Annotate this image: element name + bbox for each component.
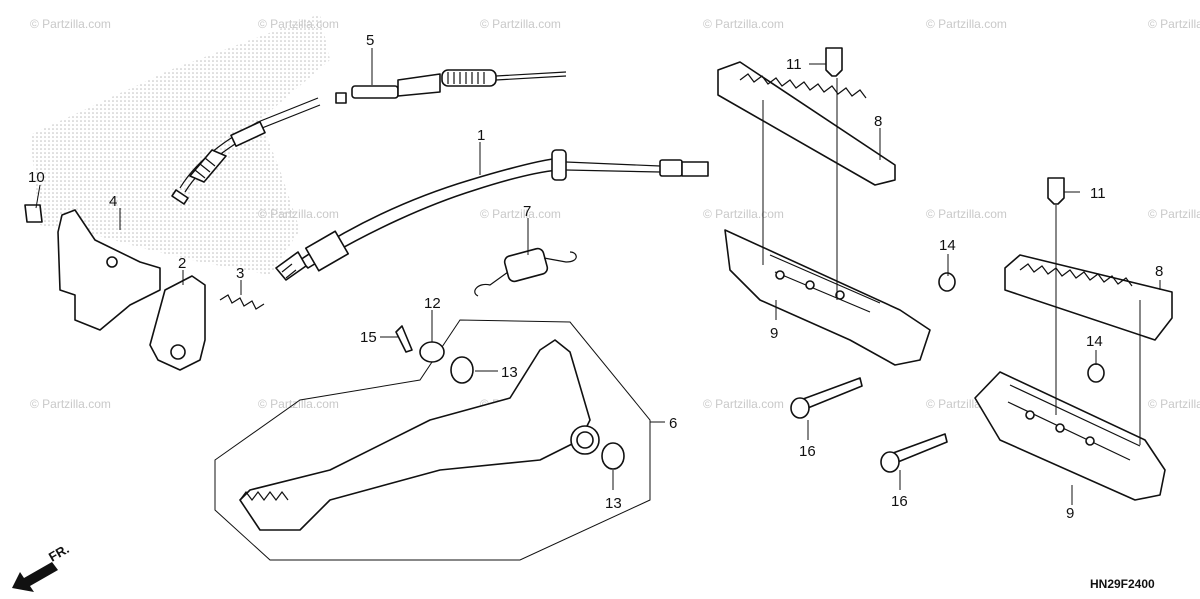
callout-4: 4	[109, 193, 117, 210]
step-plate-8b	[1004, 254, 1173, 341]
callout-15: 15	[360, 329, 377, 346]
watermark: © Partzilla.com	[1148, 17, 1200, 31]
bolt-11b	[1047, 177, 1065, 205]
callout-8-lower: 8	[1155, 263, 1163, 280]
nut-14b	[1087, 363, 1105, 383]
front-direction-indicator: FR.	[12, 541, 72, 592]
watermark: © Partzilla.com	[30, 397, 111, 411]
callout-16-upper: 16	[799, 443, 816, 460]
watermark: © Partzilla.com	[926, 207, 1007, 221]
watermark: © Partzilla.com	[258, 397, 339, 411]
callout-9-lower: 9	[1066, 505, 1074, 522]
callout-2: 2	[178, 255, 186, 272]
callout-labels: 1 2 3 4 5 6 7 8 8 9 9 10 11 11 12 13 13 …	[28, 32, 1163, 522]
callout-10: 10	[28, 169, 45, 186]
front-arrow-icon	[12, 562, 58, 592]
callout-7: 7	[523, 203, 531, 220]
watermark: © Partzilla.com	[926, 17, 1007, 31]
callout-1: 1	[477, 127, 485, 144]
spring-3	[219, 294, 265, 310]
pedal-6	[214, 319, 651, 561]
pedal-pivot-bore	[576, 431, 594, 449]
cable-5	[171, 69, 567, 205]
watermark: © Partzilla.com	[703, 397, 784, 411]
callout-9-upper: 9	[770, 325, 778, 342]
nut-14a	[938, 272, 956, 292]
callout-12: 12	[424, 295, 441, 312]
step-bracket-9a	[724, 229, 931, 366]
stay-2	[149, 275, 206, 371]
step-bracket-9b	[974, 371, 1166, 501]
callout-16-lower: 16	[891, 493, 908, 510]
callout-8-upper: 8	[874, 113, 882, 130]
callout-5: 5	[366, 32, 374, 49]
callout-11-upper: 11	[786, 56, 802, 73]
step-plate-8a	[717, 61, 896, 186]
washer-12	[419, 341, 445, 363]
bolt-11a	[825, 47, 843, 77]
diagram-code: HN29F2400	[1090, 577, 1155, 591]
front-label: FR.	[46, 541, 72, 564]
collar-13b	[601, 442, 625, 470]
callout-3: 3	[236, 265, 244, 282]
callout-13-upper: 13	[501, 364, 518, 381]
bracket-4	[57, 209, 161, 331]
frame-shading	[30, 14, 330, 275]
bracket-hole	[106, 256, 118, 268]
watermark: © Partzilla.com	[703, 17, 784, 31]
callout-14-lower: 14	[1086, 333, 1103, 350]
callout-14-upper: 14	[939, 237, 956, 254]
callout-13-lower: 13	[605, 495, 622, 512]
cable-1	[275, 149, 709, 281]
leader-lines	[35, 48, 1161, 505]
pin-15	[395, 325, 413, 353]
collar-13a	[450, 356, 474, 384]
watermark: © Partzilla.com	[480, 17, 561, 31]
watermark: © Partzilla.com	[30, 17, 111, 31]
callout-11-lower: 11	[1090, 185, 1106, 202]
watermark: © Partzilla.com	[1148, 397, 1200, 411]
spring-7	[474, 247, 577, 297]
watermark: © Partzilla.com	[1148, 207, 1200, 221]
bolt-10	[24, 204, 43, 223]
callout-6: 6	[669, 415, 677, 432]
watermark: © Partzilla.com	[703, 207, 784, 221]
stay-hole	[170, 344, 186, 360]
watermark: © Partzilla.com	[480, 207, 561, 221]
